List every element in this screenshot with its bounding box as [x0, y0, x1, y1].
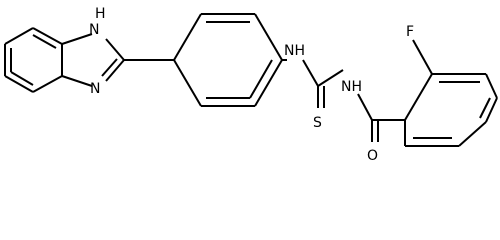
atom-label-nh-amine: NH [284, 43, 305, 59]
atom-label-sulfur: S [313, 115, 322, 131]
atom-label-h-imidazole: H [95, 6, 106, 22]
atom-label-n-imidazole: N [90, 81, 100, 97]
structure-canvas: H N N NH S NH O F [4, 6, 498, 164]
central-phenyl-ring [173, 13, 283, 107]
atom-label-n-imidazole-h: N [89, 22, 99, 38]
thiourea-chain [282, 59, 405, 142]
chemical-structure: H N N NH S NH O F [4, 6, 498, 164]
benzimidazole-imidazole-ring [61, 33, 125, 87]
fluorophenyl-ring [404, 39, 498, 147]
atom-label-nh-amide: NH [341, 79, 362, 95]
atom-label-oxygen: O [367, 148, 378, 164]
atom-label-fluorine: F [406, 24, 414, 40]
benzimidazole-benzene-ring [4, 27, 63, 93]
